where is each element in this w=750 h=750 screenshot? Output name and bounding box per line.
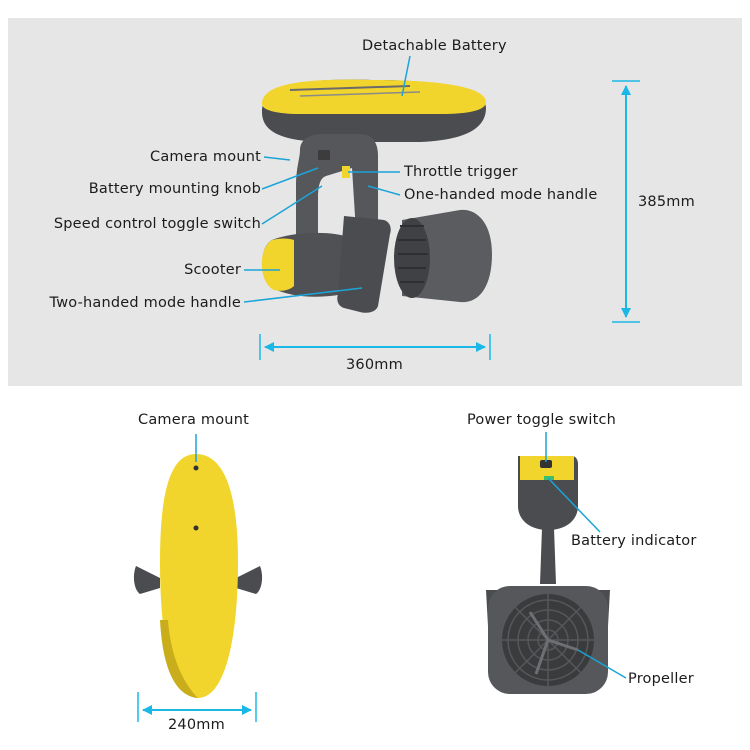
label-scooter: Scooter: [120, 261, 241, 279]
dimension-height: [612, 81, 640, 322]
label-throttle-trigger: Throttle trigger: [404, 163, 518, 181]
label-detachable-battery: Detachable Battery: [362, 37, 507, 55]
label-battery-indicator: Battery indicator: [571, 532, 697, 550]
label-camera-mount-front: Camera mount: [138, 411, 249, 429]
label-speed-control-toggle-switch: Speed control toggle switch: [20, 215, 261, 233]
scooter-nose: [262, 239, 294, 291]
battery-top: [262, 80, 486, 114]
label-camera-mount-top: Camera mount: [100, 148, 261, 166]
scooter-front-illustration: [134, 454, 262, 698]
two-handed-handle-part: [337, 216, 391, 313]
label-propeller: Propeller: [628, 670, 694, 688]
dimension-length-label: 360mm: [346, 356, 403, 374]
label-one-handed-mode-handle: One-handed mode handle: [404, 186, 598, 204]
label-battery-mounting-knob: Battery mounting knob: [40, 180, 261, 198]
dimension-width-label: 240mm: [168, 716, 225, 734]
label-two-handed-mode-handle: Two-handed mode handle: [20, 294, 241, 312]
label-power-toggle-switch: Power toggle switch: [467, 411, 616, 429]
dimension-height-label: 385mm: [638, 193, 695, 211]
propeller-guard: [394, 218, 430, 298]
